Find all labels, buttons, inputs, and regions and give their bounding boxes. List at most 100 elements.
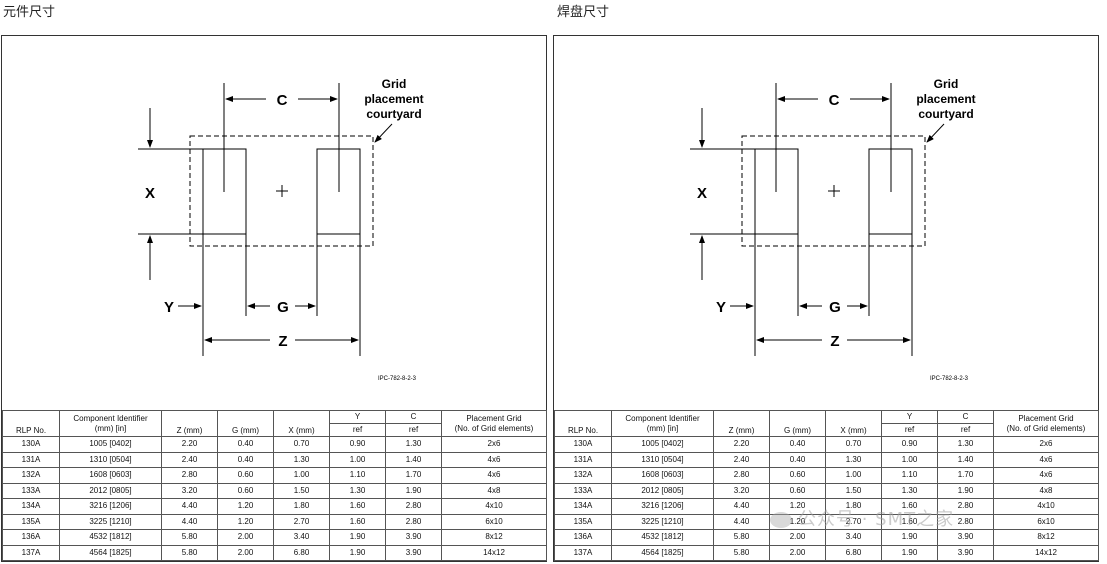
cell-c: 1.90 — [937, 482, 994, 499]
cell-grid: 4x10 — [993, 498, 1099, 515]
cell-c: 1.70 — [385, 467, 442, 484]
cell-y: 1.00 — [329, 451, 386, 468]
cell-x: 0.70 — [825, 436, 882, 453]
cell-c: 3.90 — [385, 544, 442, 561]
cell-c: 3.90 — [937, 544, 994, 561]
cell-y: 0.90 — [881, 436, 938, 453]
cell-grid: 4x6 — [441, 451, 547, 468]
cell-y: 1.90 — [881, 544, 938, 561]
cell-grid: 8x12 — [993, 529, 1099, 546]
cell-component: 4564 [1825] — [59, 544, 162, 561]
col-grid-line1: Placement Grid — [466, 413, 522, 423]
cell-c: 1.40 — [937, 451, 994, 468]
cell-rlp: 133A — [554, 482, 612, 499]
watermark: 公众号 · SMT之家 — [770, 505, 954, 531]
land-pattern-diagram: C X Y G Z Grid placement courtyard IPC-7… — [138, 77, 424, 382]
cell-z: 5.80 — [713, 529, 770, 546]
cell-c: 1.40 — [385, 451, 442, 468]
dimension-z-label: Z — [278, 333, 287, 350]
cell-z: 3.20 — [161, 482, 218, 499]
cell-g: 0.40 — [217, 451, 274, 468]
cell-component: 2012 [0805] — [611, 482, 714, 499]
cell-component: 3225 [1210] — [611, 513, 714, 530]
land-pattern-table: RLP No. Component Identifier (mm) [in] Z… — [2, 410, 547, 561]
col-x: X (mm) — [825, 410, 882, 437]
cell-c: 1.90 — [385, 482, 442, 499]
cell-rlp: 132A — [554, 467, 612, 484]
courtyard-label-line3: courtyard — [918, 107, 973, 121]
cell-z: 4.40 — [161, 513, 218, 530]
col-component: Component Identifier (mm) [in] — [611, 410, 714, 437]
col-c: C — [385, 410, 442, 424]
cell-c: 1.30 — [385, 436, 442, 453]
cell-c: 2.80 — [385, 498, 442, 515]
cell-z: 3.20 — [713, 482, 770, 499]
cell-x: 1.80 — [273, 498, 330, 515]
cell-component: 1310 [0504] — [59, 451, 162, 468]
heading-component-size: 元件尺寸 — [3, 5, 56, 20]
cell-g: 0.60 — [217, 482, 274, 499]
col-component-line2: (mm) [in] — [94, 423, 127, 433]
cell-y: 1.90 — [329, 529, 386, 546]
cell-x: 2.70 — [273, 513, 330, 530]
cell-g: 1.20 — [217, 498, 274, 515]
cell-grid: 4x10 — [441, 498, 547, 515]
cell-c: 2.80 — [385, 513, 442, 530]
col-z: Z (mm) — [713, 410, 770, 437]
cell-g: 2.00 — [769, 529, 826, 546]
cell-rlp: 130A — [2, 436, 60, 453]
cell-g: 0.60 — [217, 467, 274, 484]
col-component-line1: Component Identifier — [625, 413, 700, 423]
dimension-x-label: X — [697, 185, 707, 202]
cell-grid: 2x6 — [993, 436, 1099, 453]
cell-component: 1608 [0603] — [611, 467, 714, 484]
col-rlp: RLP No. — [554, 410, 612, 437]
figure-reference-code: IPC-782-8-2-3 — [930, 376, 969, 382]
heading-pad-size: 焊盘尺寸 — [557, 5, 610, 20]
courtyard-label-line1: Grid — [934, 77, 959, 91]
cell-x: 1.30 — [825, 451, 882, 468]
cell-g: 0.40 — [769, 451, 826, 468]
cell-grid: 8x12 — [441, 529, 547, 546]
pad-size-panel: C X Y G Z Grid placement courtyard IPC-7… — [553, 35, 1099, 562]
cell-g: 0.60 — [769, 467, 826, 484]
cell-grid: 4x6 — [993, 451, 1099, 468]
courtyard-label-line2: placement — [364, 92, 423, 106]
col-y: Y — [881, 410, 938, 424]
cell-g: 2.00 — [217, 544, 274, 561]
cell-x: 6.80 — [825, 544, 882, 561]
courtyard-label-line2: placement — [916, 92, 975, 106]
cell-component: 3225 [1210] — [59, 513, 162, 530]
col-grid-line1: Placement Grid — [1018, 413, 1074, 423]
courtyard-label-line3: courtyard — [366, 107, 421, 121]
wechat-icon — [770, 512, 792, 528]
cell-x: 3.40 — [273, 529, 330, 546]
dimension-c-label: C — [829, 92, 840, 109]
col-z: Z (mm) — [161, 410, 218, 437]
cell-grid: 6x10 — [993, 513, 1099, 530]
col-c-ref: ref — [385, 423, 442, 437]
cell-grid: 4x6 — [993, 467, 1099, 484]
col-y: Y — [329, 410, 386, 424]
courtyard-outline — [189, 135, 374, 247]
cell-y: 0.90 — [329, 436, 386, 453]
cell-g: 2.00 — [769, 544, 826, 561]
cell-component: 4532 [1812] — [611, 529, 714, 546]
courtyard-label-line1: Grid — [382, 77, 407, 91]
cell-x: 1.50 — [825, 482, 882, 499]
cell-g: 1.20 — [217, 513, 274, 530]
cell-g: 0.60 — [769, 482, 826, 499]
cell-z: 2.80 — [161, 467, 218, 484]
cell-rlp: 132A — [2, 467, 60, 484]
cell-rlp: 137A — [2, 544, 60, 561]
cell-component: 3216 [1206] — [611, 498, 714, 515]
cell-rlp: 131A — [554, 451, 612, 468]
col-y-ref: ref — [329, 423, 386, 437]
col-placement-grid: Placement Grid (No. of Grid elements) — [441, 410, 547, 437]
col-g: G (mm) — [217, 410, 274, 437]
